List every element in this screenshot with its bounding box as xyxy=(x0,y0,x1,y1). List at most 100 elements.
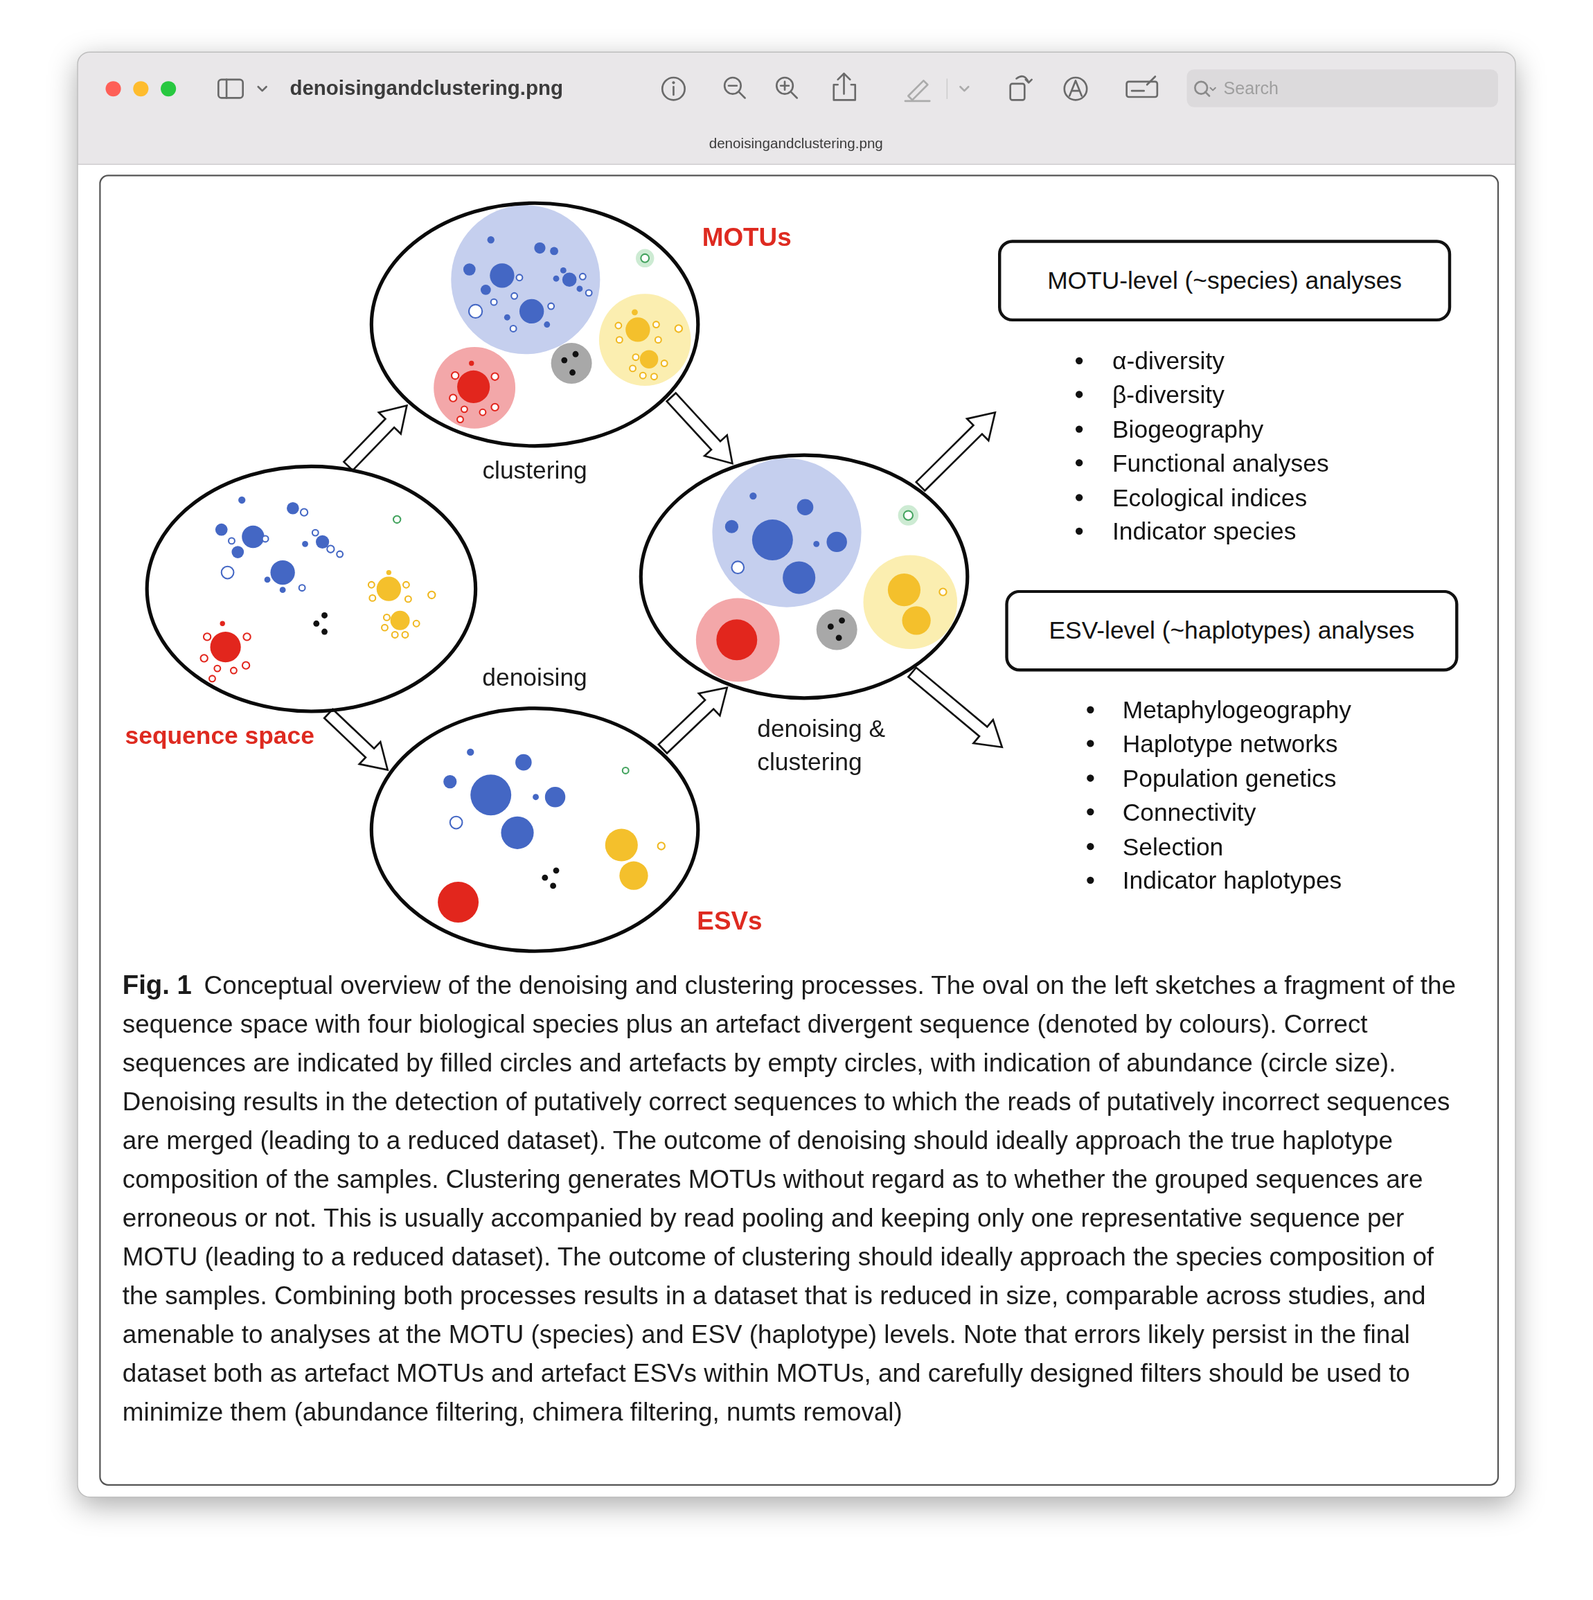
bullet-dot xyxy=(1086,842,1093,850)
window-title: denoisingandclustering.png xyxy=(289,76,564,101)
list-item: Connectivity xyxy=(1004,795,1458,830)
info-icon xyxy=(671,81,675,84)
form-icon xyxy=(1126,81,1158,97)
dot xyxy=(657,842,665,850)
dot xyxy=(625,317,650,342)
dot xyxy=(390,610,411,631)
analysis-item: Biogeography xyxy=(1112,414,1264,443)
title-bar-rule xyxy=(77,163,1516,165)
sequence-space-dots xyxy=(200,496,436,682)
motu-halo xyxy=(712,458,861,608)
block-arrow xyxy=(666,392,733,464)
set-name: sequence space xyxy=(125,721,315,751)
dot xyxy=(561,357,568,364)
window-outline xyxy=(77,51,1516,1497)
dot xyxy=(939,588,947,595)
rotate-icon xyxy=(1016,76,1032,83)
dot xyxy=(510,325,517,332)
dot xyxy=(299,584,306,591)
bullet-dot xyxy=(1074,425,1082,433)
dot xyxy=(383,614,390,621)
analysis-item: Metaphylogeography xyxy=(1122,696,1352,724)
dot xyxy=(209,675,216,682)
dot xyxy=(534,242,546,254)
dot xyxy=(336,551,343,558)
dot xyxy=(241,525,264,548)
dot xyxy=(461,405,468,413)
dot xyxy=(797,498,814,516)
list-item: Functional analyses xyxy=(998,446,1452,480)
list-item: Indicator species xyxy=(998,514,1452,549)
zoom-button xyxy=(160,81,176,97)
dot xyxy=(312,529,319,537)
dot xyxy=(511,292,518,300)
oval-shape xyxy=(638,452,969,701)
dot xyxy=(386,570,392,575)
dot xyxy=(466,748,474,756)
oval-outline xyxy=(146,466,476,712)
dot xyxy=(264,576,271,583)
motu-halo xyxy=(450,205,600,354)
analysis-box: MOTU-level (~species) analyses xyxy=(998,239,1452,322)
block-arrow xyxy=(916,412,996,491)
sidebar-icon xyxy=(225,79,228,99)
dot xyxy=(562,272,577,287)
dot xyxy=(515,754,532,771)
analysis-panel: MOTU-level (~species) analyses α-diversit… xyxy=(998,239,1452,548)
dot xyxy=(569,369,576,376)
dot xyxy=(470,774,512,816)
dot xyxy=(286,502,300,515)
dot xyxy=(451,371,459,379)
window xyxy=(77,51,1516,1497)
dot xyxy=(487,236,495,244)
dot xyxy=(231,545,244,559)
search-field xyxy=(1187,69,1499,108)
dot xyxy=(262,536,269,543)
dot xyxy=(376,576,402,601)
close-button xyxy=(105,81,121,97)
bullet-dot xyxy=(1086,740,1093,748)
oval-outline xyxy=(371,202,698,447)
dot xyxy=(579,273,586,280)
dot xyxy=(210,631,242,663)
process-label: clustering xyxy=(369,456,700,485)
bullet-dot xyxy=(1074,459,1082,467)
dot xyxy=(457,416,464,423)
list-item: Ecological indices xyxy=(998,479,1452,514)
motu-halo xyxy=(551,342,593,384)
analysis-heading: MOTU-level (~species) analyses xyxy=(1047,266,1402,296)
dot xyxy=(243,633,251,640)
dot xyxy=(450,816,463,830)
analysis-item: Indicator haplotypes xyxy=(1122,866,1343,895)
sequence-set-oval: denoising & clustering xyxy=(638,452,969,701)
block-arrow xyxy=(324,709,388,771)
sidebar-icon xyxy=(218,79,243,99)
dot xyxy=(639,349,659,369)
dot xyxy=(629,365,636,372)
dot xyxy=(752,519,794,561)
figure-frame xyxy=(99,175,1499,1485)
analysis-panel: ESV-level (~haplotypes) analysesMetaphyl… xyxy=(1004,590,1458,898)
list-item: β-diversity xyxy=(998,378,1452,413)
search-placeholder: Search xyxy=(1223,78,1279,99)
title-bar-ground xyxy=(77,51,1516,165)
dot xyxy=(449,394,457,402)
dot xyxy=(504,314,511,321)
dot xyxy=(826,531,847,553)
analysis-item: Indicator species xyxy=(1112,517,1296,546)
motu-halo xyxy=(863,555,958,650)
dot xyxy=(749,492,757,500)
dot xyxy=(480,284,492,296)
dot xyxy=(545,786,566,807)
dot xyxy=(491,373,498,381)
dot xyxy=(585,289,593,296)
info-icon xyxy=(672,86,675,95)
analysis-list: α-diversityβ-diversityBiogeographyFuncti… xyxy=(998,344,1452,549)
dot xyxy=(405,595,412,602)
dot xyxy=(553,275,560,282)
motu-halo xyxy=(898,504,919,525)
dot xyxy=(616,336,623,343)
figure-caption: Conceptual overview of the denoising and… xyxy=(122,970,1456,1426)
dot xyxy=(631,308,638,316)
dot xyxy=(615,322,622,329)
